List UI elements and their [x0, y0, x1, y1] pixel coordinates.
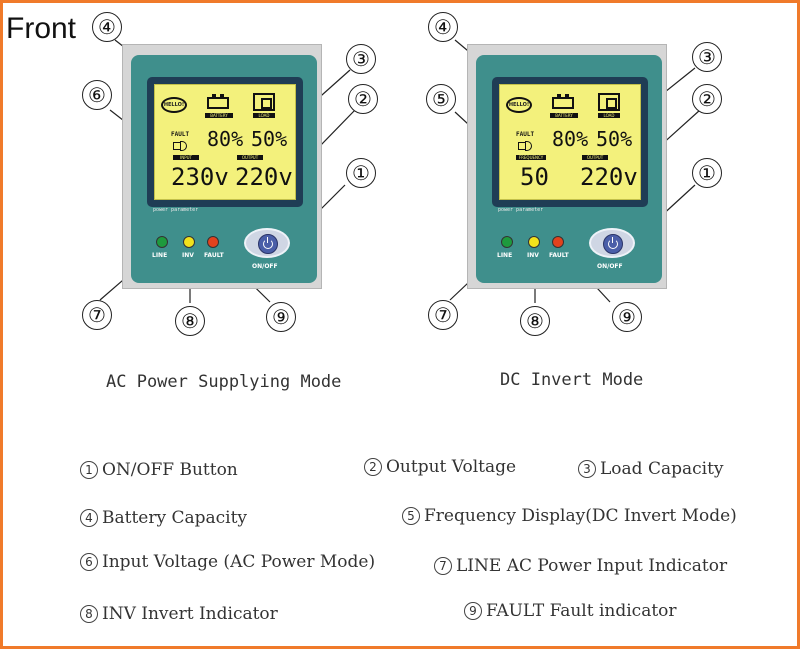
frequency-value: 50: [520, 163, 549, 191]
legend-text: LINE AC Power Input Indicator: [456, 556, 728, 576]
on-off-button[interactable]: [589, 228, 635, 258]
legend-text: FAULT Fault indicator: [486, 601, 677, 621]
input-voltage-value: 230v: [171, 163, 229, 191]
hello-icon: HELLO!: [161, 97, 187, 113]
callout-2: ②: [348, 84, 378, 114]
callout-3: ③: [346, 44, 376, 74]
legend-number: 3: [578, 460, 596, 478]
load-value: 50%: [596, 127, 633, 151]
legend-number: 5: [402, 507, 420, 525]
power-icon: [258, 234, 278, 254]
line-led: [156, 236, 168, 248]
lcd-bezel: HELLO! BATTERY LOAD FAULT 80% 50% INPUT …: [147, 77, 303, 207]
legend-number: 2: [364, 458, 382, 476]
input-label: INPUT: [173, 155, 199, 160]
line-led-label: LINE: [497, 252, 513, 259]
on-off-label: ON/OFF: [252, 263, 278, 270]
callout-7: ⑦: [428, 300, 458, 330]
callout-8: ⑧: [175, 306, 205, 336]
line-led-label: LINE: [152, 252, 168, 259]
legend-number: 8: [80, 605, 98, 623]
on-off-button[interactable]: [244, 228, 290, 258]
output-label: OUTPUT: [582, 155, 608, 160]
callout-9: ⑨: [612, 302, 642, 332]
load-monitor-icon: [253, 93, 275, 111]
callout-1: ①: [692, 158, 722, 188]
legend-number: 6: [80, 553, 98, 571]
battery-icon: [552, 94, 574, 109]
callout-2: ②: [692, 84, 722, 114]
battery-value: 80%: [552, 127, 589, 151]
callout-5: ⑤: [426, 84, 456, 114]
power-icon: [603, 234, 623, 254]
legend-text: Frequency Display(DC Invert Mode): [424, 506, 737, 526]
load-label: LOAD: [598, 113, 620, 118]
inv-led: [183, 236, 195, 248]
output-voltage-value: 220v: [580, 163, 638, 191]
on-off-label: ON/OFF: [597, 263, 623, 270]
lcd-screen: HELLO! BATTERY LOAD FAULT 80% 50% INPUT …: [154, 84, 296, 200]
power-parameter-label: power parameter: [498, 207, 544, 213]
frequency-label: FREQUENCY: [516, 155, 546, 160]
load-monitor-icon: [598, 93, 620, 111]
output-label: OUTPUT: [237, 155, 263, 160]
speaker-icon: [173, 141, 187, 151]
battery-label: BATTERY: [550, 113, 578, 118]
inv-led-label: INV: [527, 252, 539, 259]
legend-text: INV Invert Indicator: [102, 604, 278, 624]
inv-led: [528, 236, 540, 248]
fault-led-label: FAULT: [204, 252, 224, 259]
ac-mode-caption: AC Power Supplying Mode: [106, 372, 342, 392]
line-led: [501, 236, 513, 248]
output-voltage-value: 220v: [235, 163, 293, 191]
callout-4: ④: [428, 12, 458, 42]
load-label: LOAD: [253, 113, 275, 118]
speaker-icon: [518, 141, 532, 151]
load-value: 50%: [251, 127, 288, 151]
legend-number: 1: [80, 461, 98, 479]
callout-3: ③: [692, 42, 722, 72]
legend-text: Input Voltage (AC Power Mode): [102, 552, 376, 572]
callout-4: ④: [92, 12, 122, 42]
lcd-bezel: HELLO! BATTERY LOAD FAULT 80% 50% FREQUE…: [492, 77, 648, 207]
callout-8: ⑧: [520, 306, 550, 336]
fault-label: FAULT: [171, 131, 190, 138]
fault-led-label: FAULT: [549, 252, 569, 259]
callout-7: ⑦: [82, 300, 112, 330]
fault-led: [207, 236, 219, 248]
battery-label: BATTERY: [205, 113, 233, 118]
callout-1: ①: [346, 158, 376, 188]
legend-text: Battery Capacity: [102, 508, 248, 528]
legend-number: 9: [464, 602, 482, 620]
legend-number: 4: [80, 509, 98, 527]
lcd-screen: HELLO! BATTERY LOAD FAULT 80% 50% FREQUE…: [499, 84, 641, 200]
legend-text: Load Capacity: [600, 459, 724, 479]
front-title: Front: [6, 12, 77, 45]
callout-6: ⑥: [82, 80, 112, 110]
callout-9: ⑨: [266, 302, 296, 332]
battery-value: 80%: [207, 127, 244, 151]
inv-led-label: INV: [182, 252, 194, 259]
legend-text: Output Voltage: [386, 457, 517, 477]
power-parameter-label: power parameter: [153, 207, 199, 213]
legend-text: ON/OFF Button: [102, 460, 238, 480]
hello-icon: HELLO!: [506, 97, 532, 113]
device-panel: HELLO! BATTERY LOAD FAULT 80% 50% FREQUE…: [476, 55, 662, 283]
dc-mode-caption: DC Invert Mode: [500, 370, 644, 390]
device-panel: HELLO! BATTERY LOAD FAULT 80% 50% INPUT …: [131, 55, 317, 283]
legend-number: 7: [434, 557, 452, 575]
fault-label: FAULT: [516, 131, 535, 138]
fault-led: [552, 236, 564, 248]
battery-icon: [207, 94, 229, 109]
